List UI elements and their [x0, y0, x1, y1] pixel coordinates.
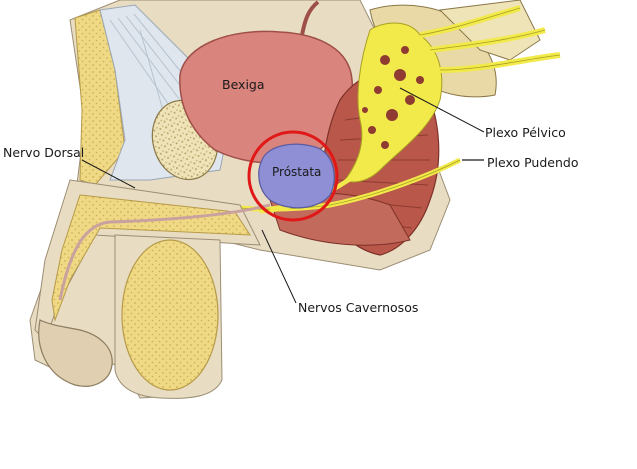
label-prostate: Próstata: [272, 165, 322, 179]
testis: [121, 239, 219, 391]
label-cavernous-nerves: Nervos Cavernosos: [298, 300, 419, 315]
ureter: [300, 0, 320, 36]
label-dorsal-nerve: Nervo Dorsal: [3, 145, 85, 160]
prostate: [258, 143, 335, 209]
leader-pelvic: [399, 87, 485, 133]
sacral-nerves-outline: [419, 7, 561, 71]
label-bladder: Bexiga: [222, 77, 265, 92]
corpus-cavernosum: [51, 194, 251, 322]
prostate-highlight-circle: [247, 130, 339, 222]
leader-cavernous: [261, 229, 297, 304]
label-pudendal-plexus: Plexo Pudendo: [487, 155, 579, 170]
leader-dorsal: [81, 159, 136, 189]
ligament-lines: [109, 13, 221, 171]
plexus-holes: [362, 46, 424, 149]
label-pelvic-plexus: Plexo Pélvico: [485, 125, 566, 140]
glans: [38, 319, 113, 387]
urethra: [58, 203, 271, 301]
